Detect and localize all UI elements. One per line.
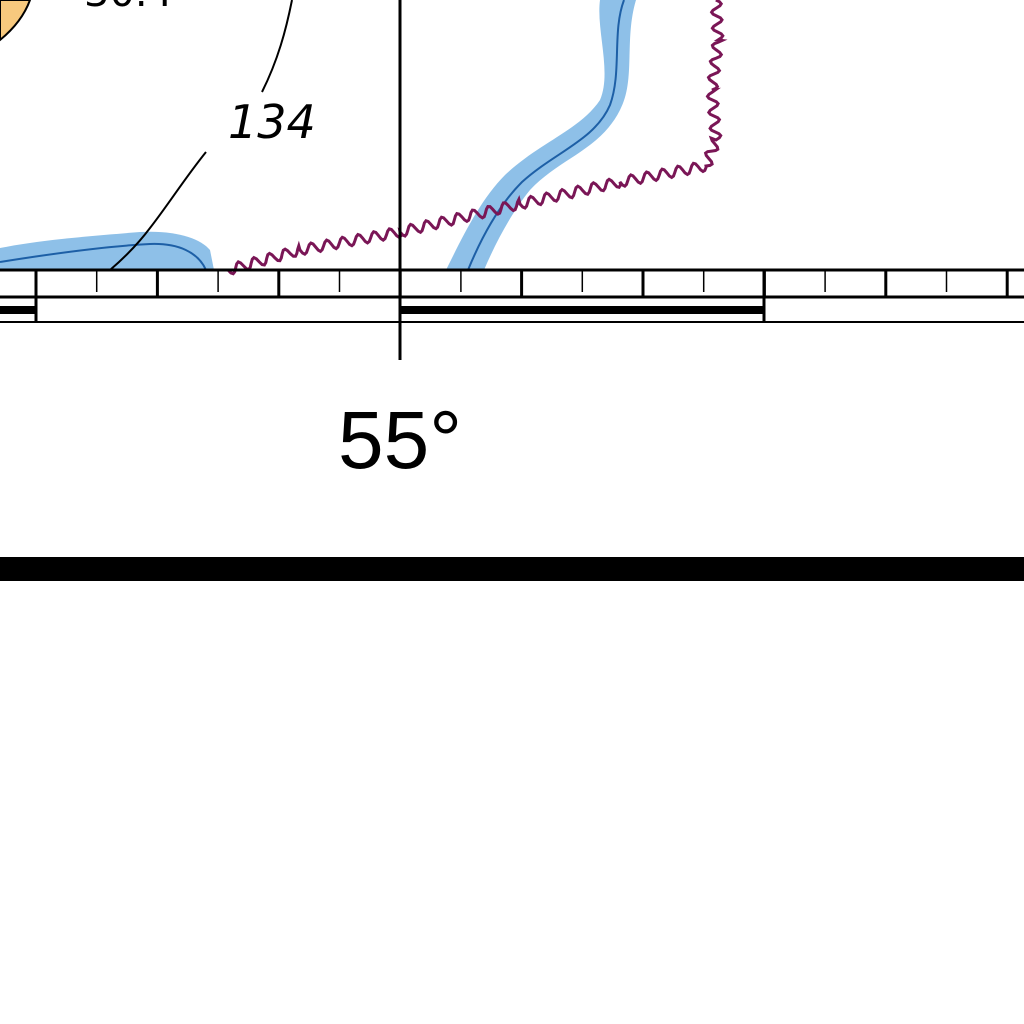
depth-contour-line-lower <box>109 151 207 271</box>
scale-minor-ticks <box>34 270 1009 297</box>
scale-fill-segment-left <box>0 306 36 314</box>
river-line-right <box>467 0 625 271</box>
river-line-left <box>0 242 207 271</box>
meridian-label: 55° <box>338 395 462 486</box>
water-band-right <box>446 0 636 270</box>
water-band-left <box>0 231 214 270</box>
chart-outer-frame <box>0 557 1024 581</box>
land-area <box>0 0 32 42</box>
partial-sounding-label: 30.4 <box>84 0 173 16</box>
scale-fill-segment-middle <box>400 306 764 314</box>
maritime-boundary-line <box>226 0 728 276</box>
depth-contour-line <box>261 0 293 93</box>
sounding-label: 134 <box>228 95 316 149</box>
chart-border-scale <box>0 268 1024 323</box>
